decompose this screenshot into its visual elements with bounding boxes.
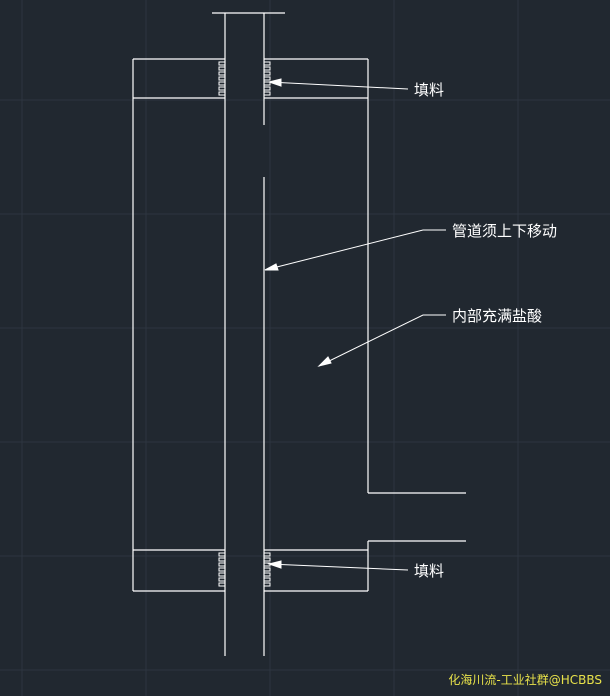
label-packing-bottom: 填料 — [414, 562, 444, 580]
arrowhead-pipe-move — [264, 263, 279, 271]
packing-bottom-right — [264, 552, 271, 587]
packing-top-right — [264, 61, 271, 96]
arrowhead-packing-top — [267, 78, 282, 87]
packing-rings — [218, 61, 271, 587]
arrowhead-packing-bottom — [267, 560, 282, 569]
arrowhead-acid — [317, 356, 332, 367]
packing-bottom-left — [218, 552, 225, 587]
leader-pipe-move — [264, 229, 446, 271]
leader-packing-bottom — [268, 563, 409, 571]
watermark: 化海川流-工业社群@HCBBS — [448, 673, 602, 687]
leader-packing-top — [268, 81, 409, 90]
packing-top-left — [218, 61, 225, 96]
label-pipe-move: 管道须上下移动 — [452, 222, 557, 240]
label-acid-inside: 内部充满盐酸 — [452, 307, 542, 325]
label-packing-top: 填料 — [414, 81, 444, 99]
leader-acid — [318, 314, 446, 367]
